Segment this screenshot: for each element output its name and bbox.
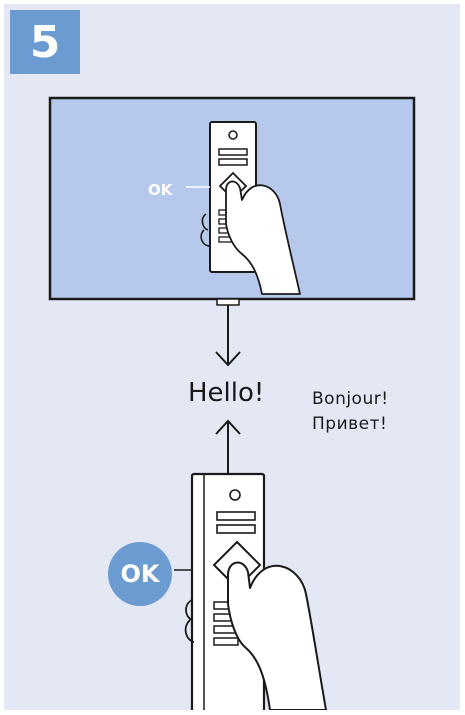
instruction-panel: 5 xyxy=(4,4,460,710)
greeting-french: Bonjour! xyxy=(312,387,389,412)
illustration xyxy=(4,4,460,710)
ok-button-callout: OK xyxy=(108,542,172,606)
greeting-translations: Bonjour! Привет! xyxy=(312,387,389,437)
greeting-russian: Привет! xyxy=(312,412,389,437)
arrow-down-icon xyxy=(216,305,240,365)
arrow-up-icon xyxy=(216,421,240,476)
greeting-main: Hello! xyxy=(188,378,264,408)
tv-ok-label: OK xyxy=(148,181,172,199)
